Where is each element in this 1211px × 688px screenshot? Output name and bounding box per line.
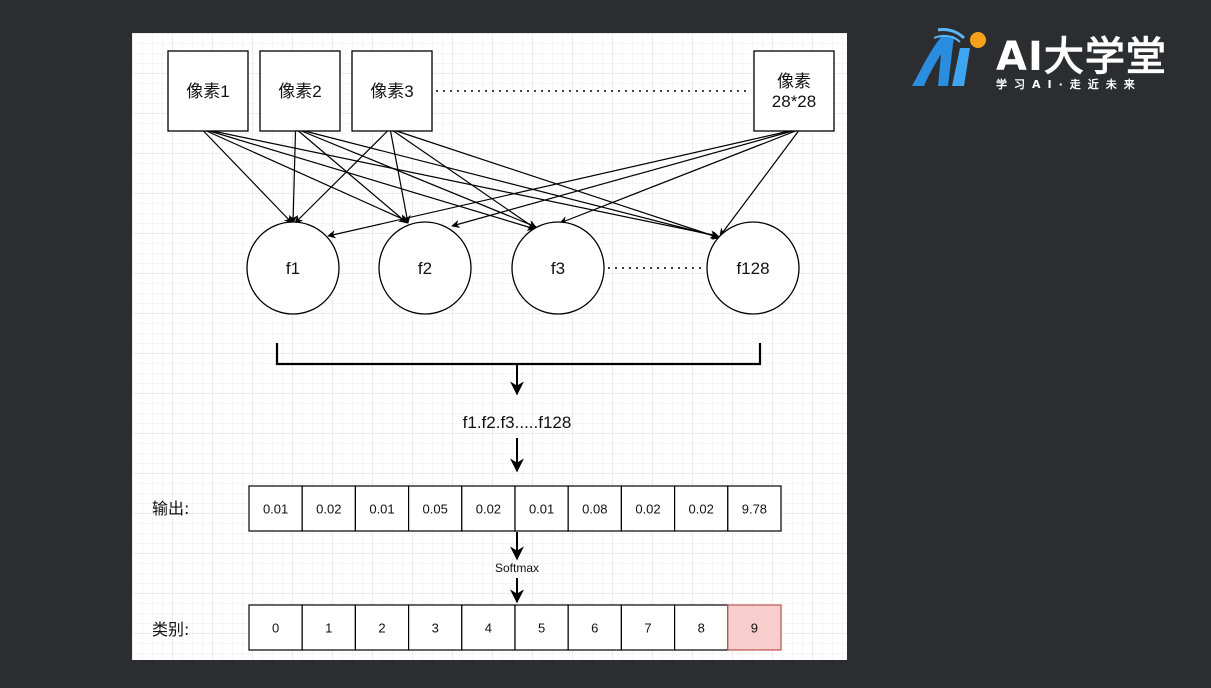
concat-bracket	[275, 343, 762, 366]
edge-arrow	[212, 130, 719, 239]
class-cell-value: 7	[644, 621, 651, 636]
pixel-node: 像素1	[167, 50, 249, 132]
class-cell-value: 5	[538, 621, 545, 636]
class-cell: 5	[514, 604, 569, 651]
class-cell-value: 8	[698, 621, 705, 636]
class-cell-value: 0	[272, 621, 279, 636]
logo-mark-icon	[912, 28, 986, 86]
feature-label: f128	[736, 259, 769, 278]
class-cell: 0	[248, 604, 303, 651]
output-cell: 9.78	[727, 485, 782, 532]
output-cell: 0.08	[567, 485, 623, 532]
pixel-label: 像素1	[186, 82, 229, 101]
logo-title: AI大学堂	[996, 34, 1167, 80]
concat-label: f1.f2.f3.....f128	[463, 413, 572, 432]
class-cell: 9	[727, 604, 782, 651]
edge-arrow	[451, 130, 793, 229]
edge-arrow	[304, 130, 720, 240]
edge-arrow	[559, 130, 796, 225]
pixel-node: 像素2	[259, 50, 341, 132]
edge-arrow	[393, 130, 537, 230]
logo-subtitle: 学习AI·走近未来	[996, 78, 1142, 91]
edge-arrow	[203, 130, 293, 224]
output-cell: 0.02	[301, 485, 356, 532]
output-cell: 0.02	[620, 485, 676, 532]
ellipsis-dots	[436, 90, 750, 269]
pixel-label: 28*28	[772, 92, 816, 111]
feature-node: f2	[378, 221, 472, 315]
class-row-label: 类别:	[152, 620, 189, 639]
output-cell: 0.02	[461, 485, 516, 532]
output-cell: 0.01	[248, 485, 303, 532]
pixel-label: 像素	[777, 72, 811, 91]
edge-arrow	[298, 130, 408, 224]
class-cell: 2	[354, 604, 410, 651]
output-cell-value: 0.02	[635, 502, 660, 517]
class-cell-value: 3	[432, 621, 439, 636]
edge-arrow	[294, 130, 388, 224]
output-cell: 0.01	[514, 485, 569, 532]
edge-arrow	[389, 130, 411, 224]
edge-arrow	[396, 130, 721, 240]
class-cell: 3	[408, 604, 463, 651]
edge-arrow	[719, 130, 799, 237]
class-cell: 8	[673, 604, 729, 651]
class-cell-value: 9	[751, 621, 758, 636]
output-cell-value: 0.01	[529, 502, 554, 517]
feature-label: f2	[418, 259, 432, 278]
pixel-label: 像素3	[370, 82, 413, 101]
output-cell-value: 9.78	[742, 502, 767, 517]
feature-node: f1	[246, 221, 340, 315]
output-cell-value: 0.08	[582, 502, 607, 517]
edge-arrow	[206, 130, 408, 222]
feature-nodes: f1 f2 f3 f128	[246, 221, 800, 315]
pixel-node: 像素3	[351, 50, 433, 132]
bracket-line	[275, 343, 762, 366]
output-cell: 0.02	[673, 485, 729, 532]
class-cell: 6	[567, 604, 623, 651]
output-row: 0.01 0.02 0.01 0.05 0.02 0.01 0.08 0.02 0.02 9.78	[248, 485, 782, 532]
pixel-label: 像素2	[278, 82, 321, 101]
connection-edges	[203, 130, 799, 240]
class-cell-value: 6	[591, 621, 598, 636]
feature-node: f128	[706, 221, 800, 315]
class-cell: 4	[461, 604, 516, 651]
edge-arrow	[301, 130, 537, 229]
brand-logo: AI大学堂 学习AI·走近未来	[908, 28, 1198, 98]
output-cell-value: 0.05	[423, 502, 448, 517]
class-cell: 1	[301, 604, 356, 651]
class-cell-value: 2	[378, 621, 385, 636]
feature-label: f3	[551, 259, 565, 278]
output-cell-value: 0.02	[316, 502, 341, 517]
output-row-label: 输出:	[152, 499, 189, 518]
edge-arrow	[327, 130, 790, 239]
edge-arrow	[289, 130, 298, 224]
class-cell-value: 1	[325, 621, 332, 636]
class-cell-value: 4	[485, 621, 492, 636]
output-cell: 0.01	[354, 485, 410, 532]
output-cell-value: 0.01	[263, 502, 288, 517]
output-cell-value: 0.02	[689, 502, 714, 517]
output-cell-value: 0.01	[369, 502, 394, 517]
feature-node: f3	[511, 221, 605, 315]
output-cell-value: 0.02	[476, 502, 501, 517]
feature-label: f1	[286, 259, 300, 278]
edge-arrow	[209, 130, 536, 231]
class-row: 0 1 2 3 4 5 6 7 8 9	[248, 604, 782, 651]
softmax-label: Softmax	[495, 561, 539, 575]
class-cell: 7	[620, 604, 676, 651]
output-cell: 0.05	[408, 485, 463, 532]
